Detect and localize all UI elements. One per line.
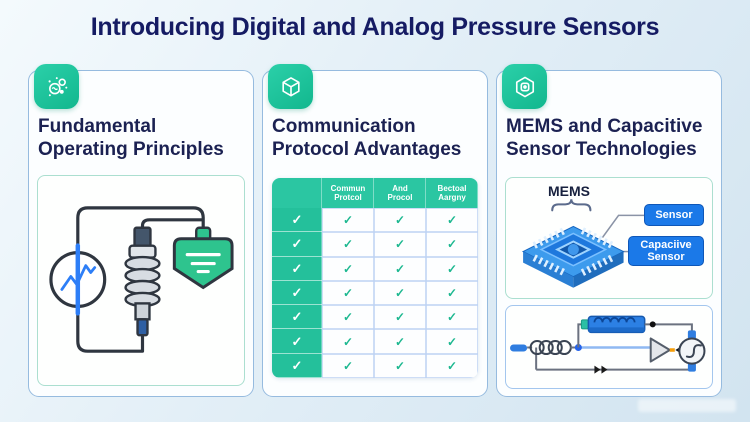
table-row-check: ✓ [272, 353, 322, 379]
table-check-cell: ✓ [426, 280, 478, 306]
table-check-cell: ✓ [426, 329, 478, 354]
card-title-line: Protocol Advantages [272, 139, 462, 160]
table-check-cell: ✓ [322, 353, 374, 379]
card-mems-capacitive: MEMS and Capacitive Sensor Technologies [496, 64, 722, 397]
table-row-check: ✓ [272, 256, 322, 281]
chip-icon [502, 64, 547, 109]
table-row-check: ✓ [272, 208, 322, 233]
table-check-cell: ✓ [322, 305, 374, 330]
table-corner-cell [272, 178, 322, 208]
mems-chip-panel: MEMS Sensor Capaciive Sensor [505, 177, 713, 299]
card-title-line: Sensor Technologies [506, 139, 697, 160]
table-check-cell: ✓ [322, 280, 374, 306]
table-row-check: ✓ [272, 280, 322, 306]
mems-label: MEMS [548, 183, 590, 199]
table-check-cell: ✓ [426, 353, 478, 379]
table-row-check: ✓ [272, 329, 322, 354]
cube-icon [268, 64, 313, 109]
table-check-cell: ✓ [374, 256, 426, 281]
card-title-line: Fundamental [38, 116, 157, 137]
sensor-callout: Sensor [644, 204, 704, 226]
card-title-line: Communication [272, 116, 416, 137]
card-title-line: Operating Principles [38, 139, 224, 160]
table-row-check: ✓ [272, 232, 322, 257]
table-check-cell: ✓ [374, 280, 426, 306]
card-communication-protocols: Communication Protocol Advantages Commun… [262, 64, 488, 397]
card-fundamental-principles: Fundamental Operating Principles [28, 64, 254, 397]
table-check-cell: ✓ [374, 329, 426, 354]
table-check-cell: ✓ [426, 305, 478, 330]
table-check-cell: ✓ [322, 208, 374, 233]
table-check-cell: ✓ [374, 232, 426, 257]
card-title-line: MEMS and Capacitive [506, 116, 703, 137]
table-row-check: ✓ [272, 305, 322, 330]
card-title: MEMS and Capacitive Sensor Technologies [506, 115, 717, 161]
watermark [638, 399, 736, 412]
table-check-cell: ✓ [322, 256, 374, 281]
table-check-cell: ✓ [426, 208, 478, 233]
card-title: Fundamental Operating Principles [38, 115, 249, 161]
card-title: Communication Protocol Advantages [272, 115, 483, 161]
molecule-icon [34, 64, 79, 109]
circuit-diagram-panel [505, 305, 713, 389]
table-check-cell: ✓ [374, 305, 426, 330]
table-check-cell: ✓ [374, 208, 426, 233]
table-check-cell: ✓ [374, 353, 426, 379]
table-check-cell: ✓ [322, 329, 374, 354]
capacitive-sensor-callout: Capaciive Sensor [628, 236, 704, 266]
table-check-cell: ✓ [426, 256, 478, 281]
cards-row: Fundamental Operating Principles [28, 64, 722, 397]
table-check-cell: ✓ [322, 232, 374, 257]
table-check-cell: ✓ [426, 232, 478, 257]
sensor-circuit-illustration [37, 175, 245, 386]
page-title: Introducing Digital and Analog Pressure … [90, 13, 660, 41]
